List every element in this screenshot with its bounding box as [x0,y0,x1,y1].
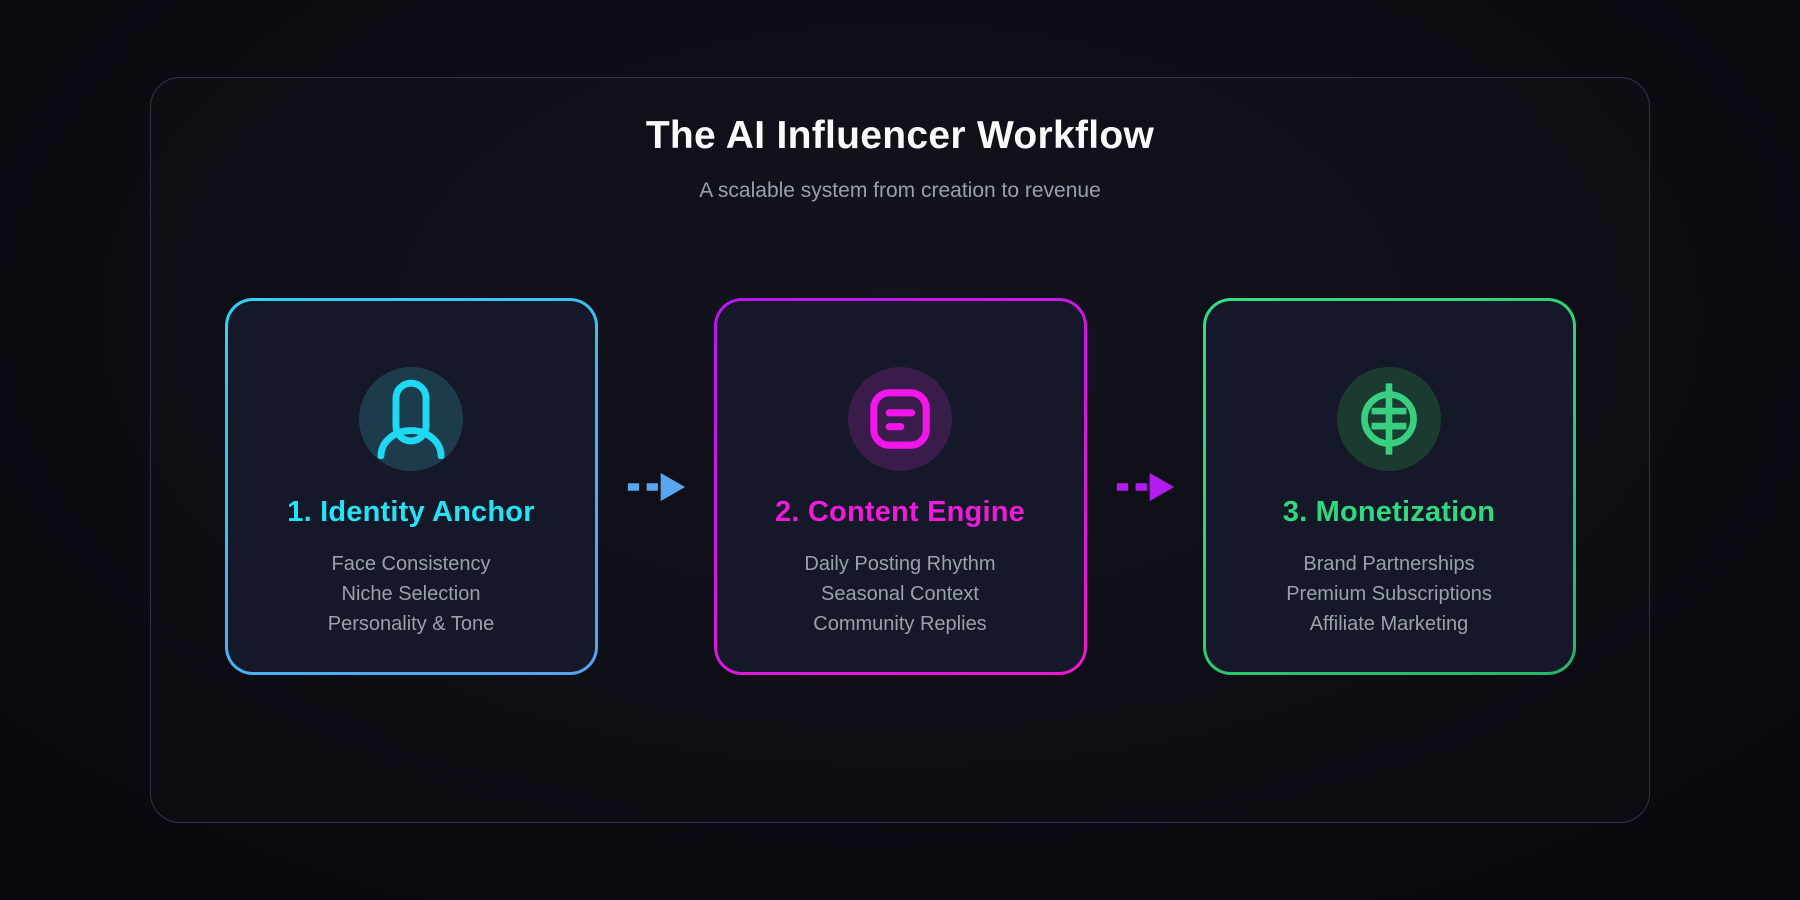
step-item-list: Face Consistency Niche Selection Persona… [328,549,494,639]
page-title: The AI Influencer Workflow [645,114,1155,157]
workflow-steps: 1. Identity Anchor Face Consistency Nich… [151,298,1649,675]
step-item-list: Brand Partnerships Premium Subscriptions… [1286,549,1492,639]
step-item: Niche Selection [341,583,481,605]
step-icon-badge [848,367,952,471]
flow-arrow-2 [1087,472,1203,502]
arrow-right-icon [627,472,685,501]
step-card-identity-anchor: 1. Identity Anchor Face Consistency Nich… [225,298,598,675]
step-card-content-engine: 2. Content Engine Daily Posting Rhythm S… [714,298,1087,675]
workflow-panel: The AI Influencer Workflow A scalable sy… [150,77,1650,823]
step-item: Face Consistency [331,553,491,575]
step-icon-badge [1337,367,1441,471]
flow-arrow-1 [598,472,714,502]
step-icon-badge [359,367,463,471]
step-item: Premium Subscriptions [1286,583,1492,605]
step-title: 2. Content Engine [775,496,1025,528]
step-item: Personality & Tone [327,613,495,635]
step-item: Brand Partnerships [1303,553,1475,575]
user-icon [377,379,445,459]
step-card-monetization: 3. Monetization Brand Partnerships Premi… [1203,298,1576,675]
step-item: Community Replies [813,613,987,635]
page-subtitle: A scalable system from creation to reven… [699,179,1101,202]
step-title: 1. Identity Anchor [287,496,535,528]
step-item: Affiliate Marketing [1309,613,1469,635]
step-item: Seasonal Context [821,583,979,605]
step-item-list: Daily Posting Rhythm Seasonal Context Co… [804,549,995,639]
coin-icon [1361,383,1417,455]
arrow-right-icon [1116,472,1174,501]
step-title: 3. Monetization [1282,496,1496,528]
note-icon [870,389,930,449]
step-item: Daily Posting Rhythm [804,553,996,575]
